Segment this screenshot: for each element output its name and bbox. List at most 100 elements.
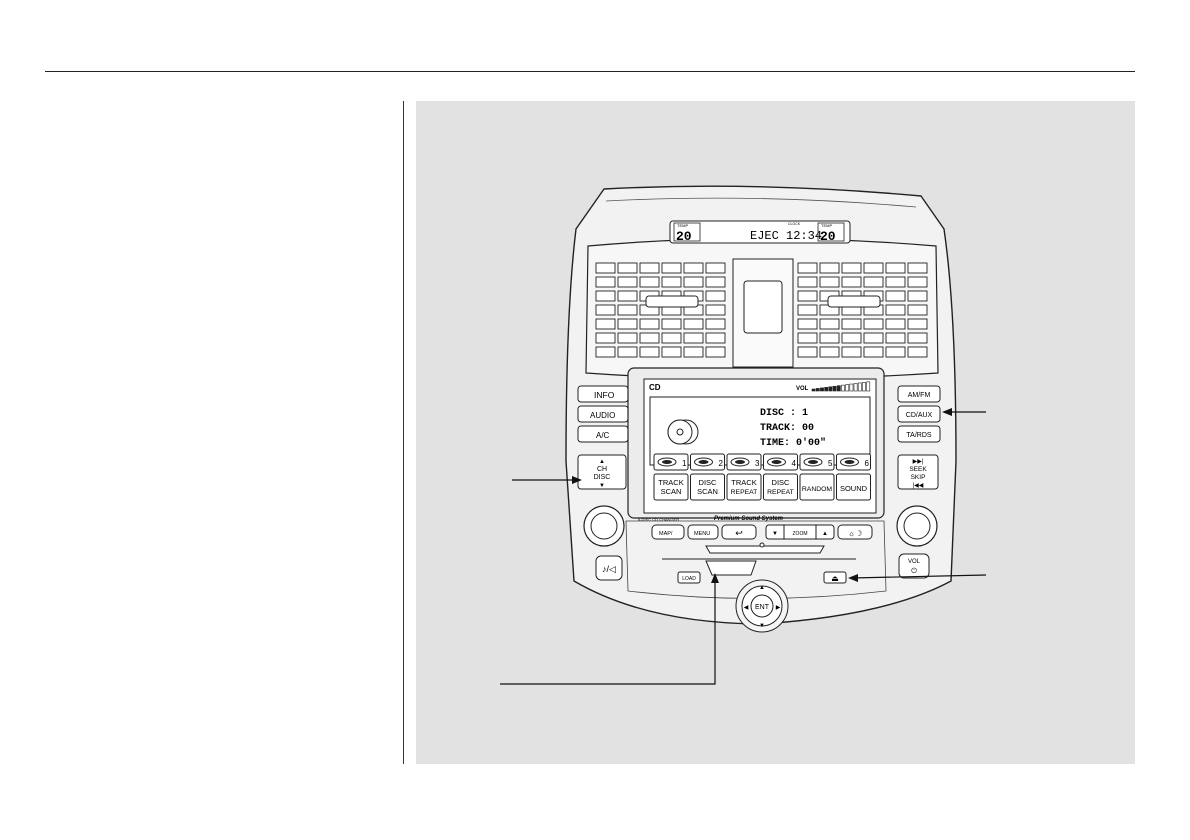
disc-number: DISC : 1 (760, 408, 808, 419)
vent-slat (595, 276, 616, 288)
menu-button[interactable] (687, 524, 719, 540)
preset-button-4[interactable]: 4 (763, 453, 798, 471)
vent-slat (661, 276, 682, 288)
eject-button[interactable] (823, 571, 847, 584)
vent-slat (705, 332, 726, 344)
vent-slat (819, 276, 840, 288)
vent-slat (841, 318, 862, 330)
cancel-button[interactable] (721, 524, 757, 540)
preset-button-6[interactable]: 6 (836, 453, 871, 471)
vent-slat (797, 262, 818, 274)
soft-key-label: SCAN (661, 487, 682, 496)
vent-slat (617, 318, 638, 330)
vent-slat (661, 262, 682, 274)
seek-forward-icon: ▶▶| (913, 459, 924, 465)
ta-rds-button[interactable] (897, 425, 941, 443)
right-vent-tab[interactable] (827, 295, 881, 308)
skip-label: SKIP (911, 474, 926, 481)
soft-key-random[interactable]: RANDOM (799, 473, 835, 501)
vent-slat (617, 346, 638, 358)
vent-slat (885, 262, 906, 274)
changer-label: 6-DISC CD CHANGER (638, 517, 679, 522)
map-label: MAP/ (659, 531, 673, 537)
vol-button[interactable] (898, 553, 930, 579)
voice-talk-button[interactable] (595, 555, 623, 581)
vent-slat (797, 332, 818, 344)
soft-key-label: SCAN (697, 487, 718, 496)
soft-key-sound[interactable]: SOUND (836, 473, 871, 501)
day-night-button[interactable] (837, 524, 873, 540)
vent-slat (885, 332, 906, 344)
map-button[interactable] (651, 524, 685, 540)
vent-slat (797, 276, 818, 288)
load-button[interactable] (677, 571, 701, 584)
volume-bar-segment (836, 385, 841, 392)
ch-disc-button[interactable] (577, 454, 627, 490)
vent-slat (819, 318, 840, 330)
vent-slat (705, 262, 726, 274)
zoom-label: ZOOM (793, 531, 808, 537)
vent-slat (797, 346, 818, 358)
vent-slat (819, 262, 840, 274)
leader-disc-slot (500, 576, 716, 685)
page-header-rule (45, 71, 1135, 72)
vent-slat (683, 318, 704, 330)
preset-button-2[interactable]: 2 (690, 453, 725, 471)
vent-slat (907, 332, 928, 344)
vent-slat (863, 346, 884, 358)
preset-number: 3 (755, 459, 760, 468)
zoom-in-icon: ▲ (822, 531, 828, 537)
vent-slat (661, 346, 682, 358)
vent-slat (705, 304, 726, 316)
vent-slat (885, 318, 906, 330)
disc-status: EJEC (750, 229, 779, 243)
vent-slat (595, 304, 616, 316)
vent-slat (617, 262, 638, 274)
audio-label: AUDIO (590, 411, 615, 420)
volume-bar-segment (820, 387, 824, 392)
soft-key-label: SOUND (840, 484, 868, 493)
hazard-button[interactable] (743, 280, 783, 334)
preset-button-3[interactable]: 3 (726, 453, 762, 471)
vent-slat (661, 332, 682, 344)
vent-slat (863, 332, 884, 344)
volume-bar-segment (815, 388, 820, 392)
preset-button-5[interactable]: 5 (799, 453, 835, 471)
soft-key-label: REPEAT (731, 489, 758, 496)
ch-disc-up-icon: ▲ (599, 459, 605, 465)
volume-bar-segment (832, 385, 837, 392)
soft-key-label: RANDOM (802, 486, 833, 493)
vent-slat (885, 304, 906, 316)
left-vent-tab[interactable] (645, 295, 699, 308)
am-fm-label: AM/FM (908, 392, 931, 399)
track-time: TIME: 0'00" (760, 437, 826, 449)
clock-label: CLOCK (788, 222, 801, 226)
vent-slat (863, 262, 884, 274)
preset-button-1[interactable]: 1 (653, 453, 689, 471)
vent-slat (907, 262, 928, 274)
vent-slat (683, 346, 704, 358)
zoom-control[interactable] (765, 524, 835, 540)
vent-slat (595, 332, 616, 344)
cd-aux-button[interactable] (897, 405, 941, 423)
right-air-vent[interactable] (797, 262, 928, 358)
preset-number: 6 (865, 459, 870, 468)
clock-time: 12:34 (786, 229, 822, 243)
vent-slat (617, 304, 638, 316)
volume-label: VOL (796, 386, 809, 392)
seek-back-icon: |◀◀ (913, 483, 924, 489)
enter-button[interactable] (750, 594, 774, 618)
vent-slat (683, 276, 704, 288)
joystick-right-icon: ▶ (776, 605, 781, 611)
joystick-down-icon: ▼ (759, 623, 765, 629)
am-fm-button[interactable] (897, 385, 941, 403)
vent-slat (885, 346, 906, 358)
vent-slat (907, 318, 928, 330)
seek-skip-button[interactable] (897, 454, 939, 490)
track-number: TRACK: 00 (760, 423, 814, 434)
